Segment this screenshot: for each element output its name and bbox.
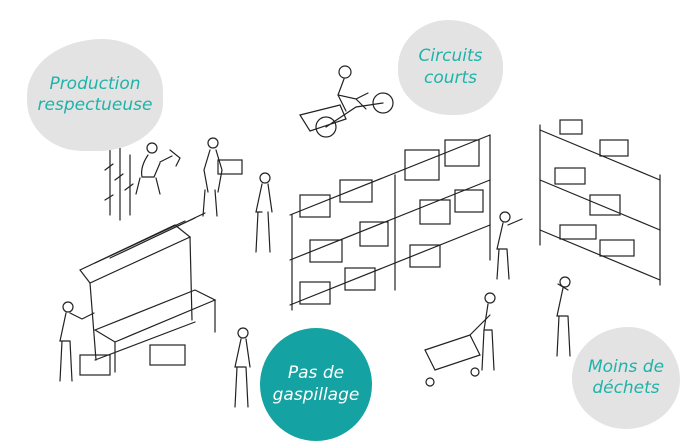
pas-de-gaspillage-bubble: Pas de gaspillage <box>260 328 372 441</box>
bubble-line: Moins de <box>587 356 665 377</box>
pointing-person-sketch <box>496 211 523 280</box>
central-shelving-sketch <box>289 134 491 311</box>
market-stall-sketch <box>79 212 217 376</box>
farmer-sketch <box>104 142 181 221</box>
standing-person-sketch <box>255 172 273 253</box>
right-shelving-sketch <box>539 119 661 286</box>
bubble-line: Pas de <box>287 363 345 384</box>
bubble-line: déchets <box>592 378 660 398</box>
hand-truck-worker-sketch <box>424 292 496 387</box>
bubble-line: Production <box>49 73 141 94</box>
customer-sketch <box>234 327 251 408</box>
bubble-line: Circuits <box>418 46 483 67</box>
person-carrying-crate-sketch <box>202 137 243 217</box>
cargo-bike-cyclist-sketch <box>299 65 394 138</box>
vendor-sketch <box>59 301 95 382</box>
right-person-sketch <box>556 276 571 357</box>
bubble-line: respectueuse <box>37 95 153 115</box>
moins-de-dechets-bubble: Moins de déchets <box>572 327 680 429</box>
production-respectueuse-bubble: Production respectueuse <box>27 39 163 151</box>
circuits-courts-bubble: Circuits courts <box>398 20 503 115</box>
bubble-line: courts <box>423 67 478 88</box>
bubble-line: gaspillage <box>272 384 360 405</box>
